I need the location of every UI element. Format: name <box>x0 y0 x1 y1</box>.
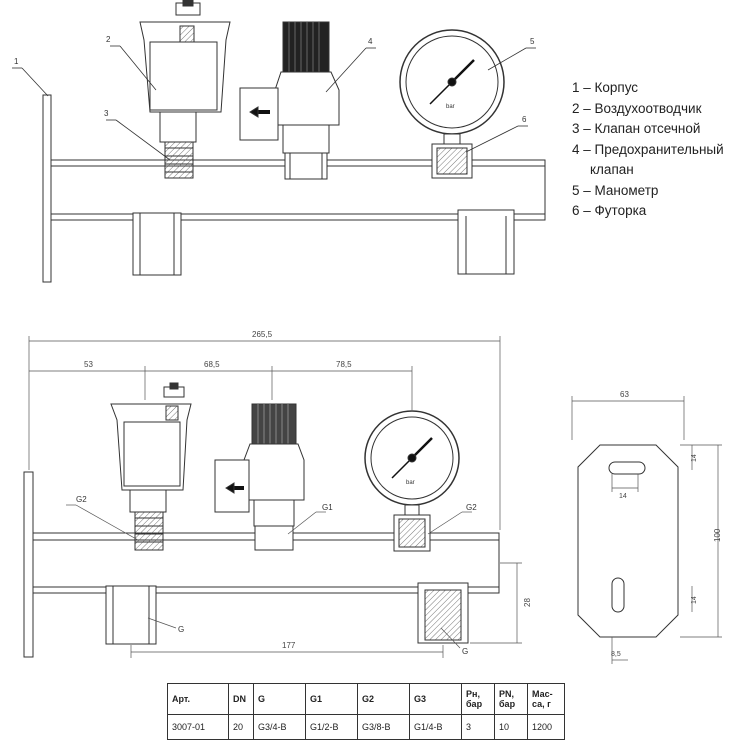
spec-header-row: Арт. DN G G1 G2 G3 Рн, бар PN, бар Мас-с… <box>167 683 565 715</box>
plate-slot-top <box>608 461 646 475</box>
legend-item: 1 – Корпус <box>572 80 639 95</box>
spec-cell-g: G3/4-B <box>253 714 306 740</box>
plate-slot-bottom <box>611 577 625 613</box>
spec-table: Арт. DN G G1 G2 G3 Рн, бар PN, бар Мас-с… <box>167 683 565 740</box>
callout-6: 6 <box>522 115 527 124</box>
dim-slot-bottom: 14 <box>691 596 698 604</box>
callout-3: 3 <box>104 109 109 118</box>
legend-item: клапан <box>590 162 634 177</box>
spec-cell-dn: 20 <box>228 714 254 740</box>
spec-header-dn: DN <box>228 683 254 715</box>
spec-cell-pn: 10 <box>494 714 528 740</box>
spec-header-g2: G2 <box>357 683 410 715</box>
spec-cell-rn: 3 <box>461 714 495 740</box>
manometer-top <box>399 29 505 179</box>
spec-header-pn: PN, бар <box>494 683 528 715</box>
thread-g-right: G <box>462 647 468 656</box>
legend-item: 6 – Футорка <box>572 203 647 218</box>
spec-cell-g2: G3/8-B <box>357 714 410 740</box>
legend-item: 3 – Клапан отсечной <box>572 121 701 136</box>
legend-item: 5 – Манометр <box>572 182 659 198</box>
safety-valve-front <box>214 403 305 551</box>
dim-slot-w: 14 <box>619 493 627 500</box>
legend-item: 4 – Предохранительный <box>572 141 724 157</box>
spec-header-mass: Мас-са, г <box>527 683 565 715</box>
outlet-right-top <box>457 209 515 275</box>
dim-plate-width: 63 <box>620 390 629 399</box>
flange-front <box>23 471 34 658</box>
safety-valve-top <box>239 21 340 180</box>
spec-data-row: 3007-01 20 G3/4-B G1/2-B G3/8-B G1/4-B 3… <box>167 714 565 740</box>
spec-header-art: Арт. <box>167 683 229 715</box>
callout-4: 4 <box>368 37 373 46</box>
dim-bottom: 177 <box>282 641 296 650</box>
dim-d1: 53 <box>84 360 93 369</box>
thread-g2-left: G2 <box>76 495 87 504</box>
gauge-unit-front: bar <box>406 480 415 486</box>
outlet-left-top <box>132 212 182 276</box>
dim-plate-edge: 8,5 <box>611 651 621 658</box>
manometer-front <box>364 410 460 552</box>
front-dimensions <box>28 336 522 658</box>
thread-g1: G1 <box>322 503 333 512</box>
flange-top <box>42 94 52 283</box>
callout-5: 5 <box>530 37 535 46</box>
dim-height: 28 <box>523 598 532 607</box>
dim-d2: 68,5 <box>204 360 220 369</box>
spec-cell-art: 3007-01 <box>167 714 229 740</box>
legend-item: 2 – Воздухоотводчик <box>572 100 702 116</box>
air-vent-front <box>110 382 192 551</box>
spec-header-g: G <box>253 683 306 715</box>
mounting-plate <box>577 444 679 638</box>
spec-header-g1: G1 <box>305 683 358 715</box>
plate-dimensions <box>571 396 722 664</box>
dim-plate-height: 100 <box>713 528 722 542</box>
gauge-unit-top: bar <box>446 104 455 110</box>
spec-cell-g3: G1/4-B <box>409 714 462 740</box>
top-view <box>42 0 546 283</box>
air-vent-top <box>139 0 231 179</box>
callout-2: 2 <box>106 35 111 44</box>
top-callouts <box>12 45 536 161</box>
spec-header-g3: G3 <box>409 683 462 715</box>
dim-total: 265,5 <box>252 330 273 339</box>
front-view <box>23 382 500 658</box>
spec-cell-g1: G1/2-B <box>305 714 358 740</box>
outlet-left-front <box>105 585 157 645</box>
parts-legend: 1 – Корпус 2 – Воздухоотводчик 3 – Клапа… <box>572 78 724 222</box>
thread-g-left: G <box>178 625 184 634</box>
dim-slot-top: 14 <box>691 454 698 462</box>
callout-1: 1 <box>14 57 19 66</box>
spec-header-rn: Рн, бар <box>461 683 495 715</box>
spec-cell-mass: 1200 <box>527 714 565 740</box>
thread-g2-right: G2 <box>466 503 477 512</box>
dim-d3: 78,5 <box>336 360 352 369</box>
